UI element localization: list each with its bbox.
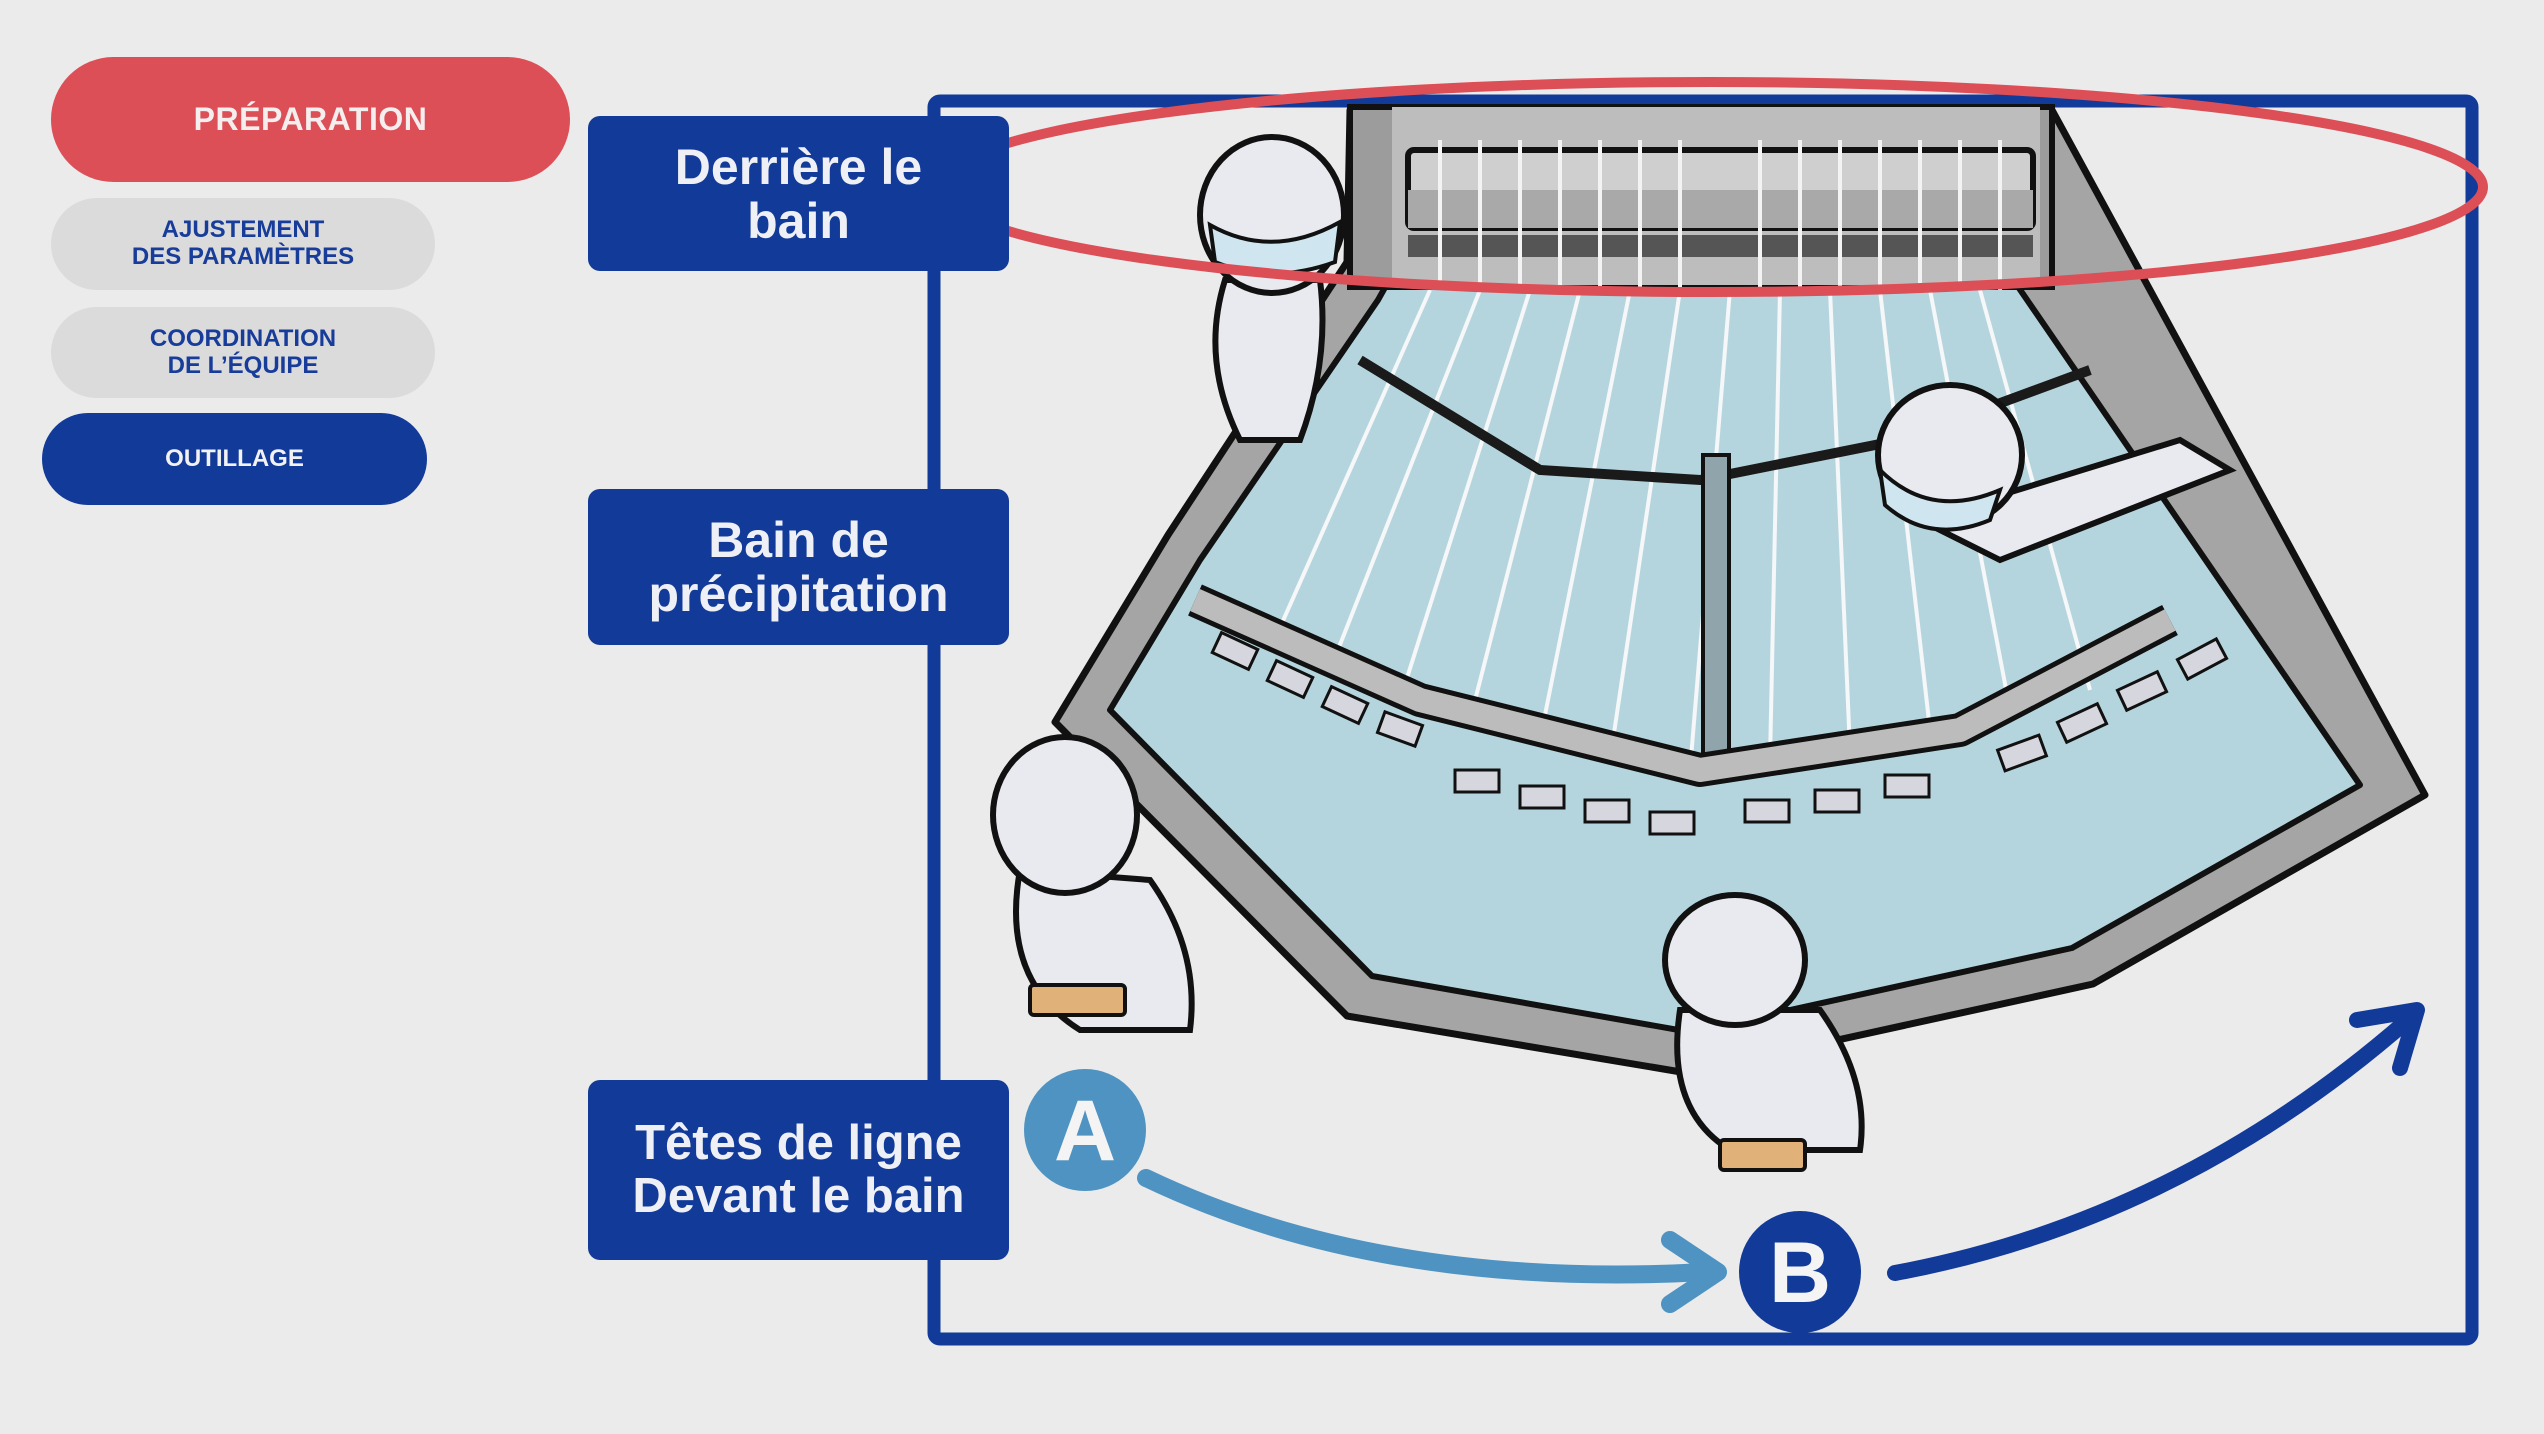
basin-icon [1051,106,2429,1077]
arrow-a-to-b-icon [1137,1169,1727,1313]
marker-b: B [1739,1211,1861,1333]
marker-a-letter: A [1054,1083,1116,1179]
worker-top-left-icon [1197,134,1347,443]
tab-preparation[interactable]: PRÉPARATION [51,57,570,182]
zone-label-tetes-de-ligne: Têtes de ligne Devant le bain [588,1080,1009,1260]
arrow-b-to-next-icon [1887,1002,2425,1281]
tab-ajustement-parametres[interactable]: AJUSTEMENT DES PARAMÈTRES [51,198,435,290]
worker-bottom-left-icon [990,734,1195,1033]
marker-b-letter: B [1769,1225,1831,1321]
worker-icons [990,134,2237,1172]
roller-housing-icon [1347,104,2055,290]
tab-coordination-equipe[interactable]: COORDINATION DE L’ÉQUIPE [51,307,435,398]
worker-lying-icon [1875,382,2237,564]
zone-label-bain-de-precipitation: Bain de précipitation [588,489,1009,645]
spinneret-heads [1210,630,2229,836]
worker-bottom-center-icon [1662,892,1865,1172]
tab-outillage[interactable]: OUTILLAGE [42,413,427,505]
illustration-frame [927,94,2479,1346]
zone-label-derriere-le-bain: Derrière le bain [588,116,1009,271]
marker-a: A [1024,1069,1146,1191]
